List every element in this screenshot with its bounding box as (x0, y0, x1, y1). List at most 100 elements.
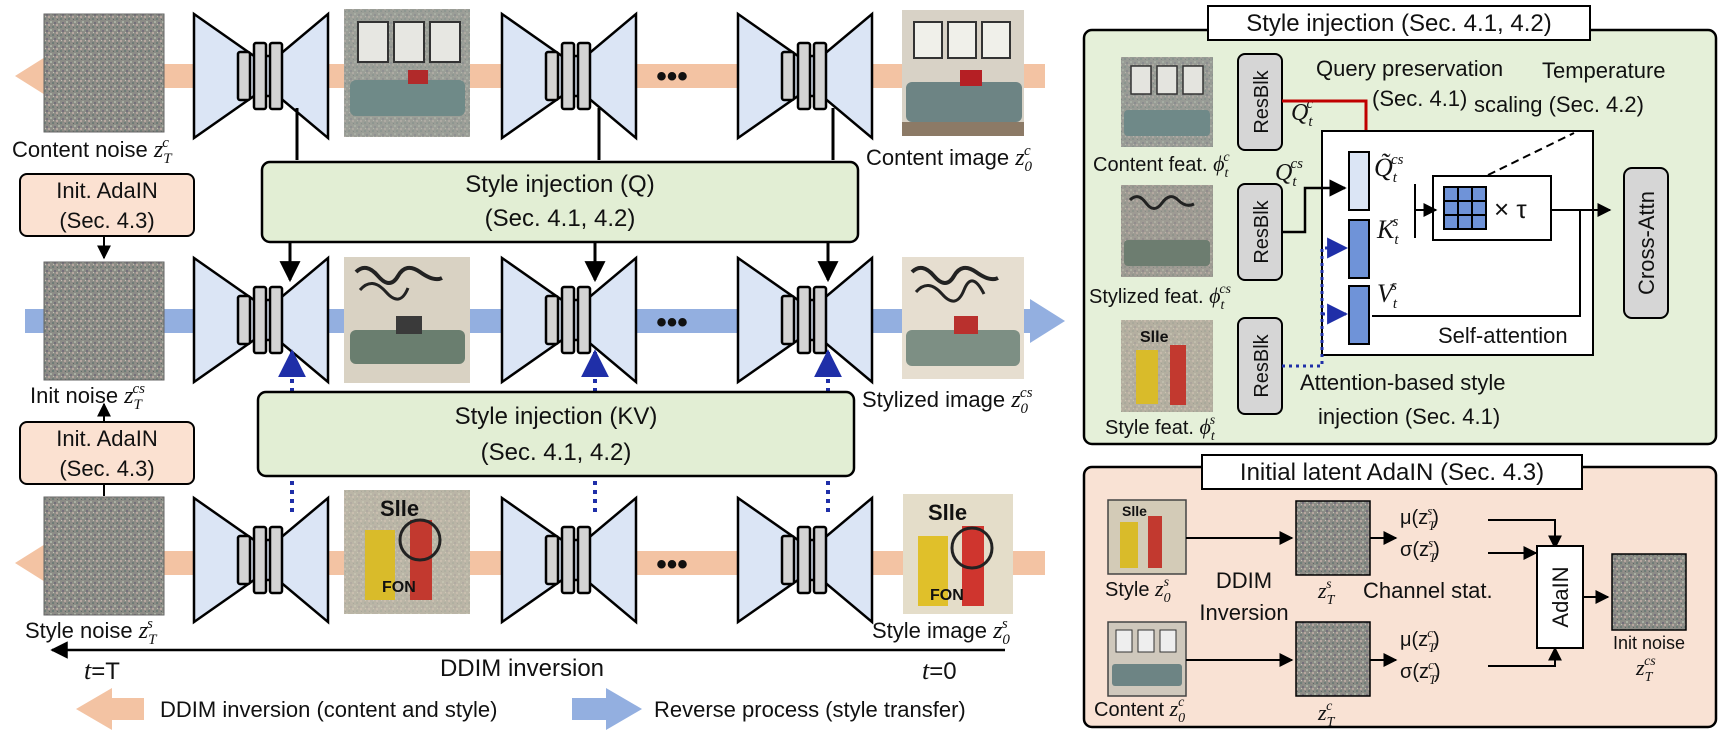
attention-matrix-icon (1443, 186, 1487, 230)
svg-text:Content image z0c: Content image z0c (866, 143, 1033, 175)
resblk-content: ResBlk (1237, 53, 1283, 151)
svg-text:FON: FON (382, 579, 416, 596)
style-feat-image: Slle (1121, 320, 1213, 412)
svg-text:μ(zTs): μ(zTs) (1400, 503, 1439, 533)
unet-layer (812, 525, 828, 595)
svg-text:Style injection (Sec. 4.1, 4.2: Style injection (Sec. 4.1, 4.2) (1246, 10, 1551, 37)
svg-text:Attention-based style: Attention-based style (1300, 370, 1505, 395)
style-image-label: Style image z0s (872, 616, 1010, 648)
svg-text:ResBlk: ResBlk (1251, 333, 1273, 397)
svg-text:Init noise: Init noise (1613, 633, 1685, 653)
style-image: Slle FON (903, 494, 1013, 614)
content-noise-label: Content noise zTc (12, 135, 173, 167)
svg-text:Content noise zTc: Content noise zTc (12, 135, 173, 167)
svg-text:FON: FON (930, 587, 964, 604)
init-adain-box-2: Init. AdaIN (Sec. 4.3) (19, 421, 195, 485)
svg-text:t=T: t=T (84, 656, 120, 685)
unet-block (500, 11, 638, 141)
stylized-image (902, 257, 1024, 379)
adain-init-noise (1611, 553, 1687, 631)
style-noise-label: Style noise zTs (25, 616, 158, 648)
unet-block (736, 11, 874, 141)
svg-text:Self-attention: Self-attention (1438, 323, 1568, 348)
legend-reverse: Reverse process (style transfer) (572, 688, 966, 730)
unet-block (736, 255, 874, 385)
svg-text:Content z0c: Content z0c (1094, 695, 1185, 726)
zT-content-noise (1295, 621, 1371, 697)
unet-block (192, 495, 330, 625)
adain-style-image: Slle (1107, 499, 1187, 575)
style-noise-image (43, 496, 165, 616)
unet-layer (560, 525, 576, 595)
unet-block (500, 495, 638, 625)
svg-text:Slle: Slle (928, 500, 967, 525)
svg-text:scaling (Sec. 4.2): scaling (Sec. 4.2) (1474, 92, 1644, 117)
resblk-style: ResBlk (1237, 317, 1283, 415)
svg-text:ResBlk: ResBlk (1251, 199, 1273, 263)
unet-blocks (192, 11, 874, 625)
svg-text:Slle: Slle (1140, 329, 1169, 346)
unet-layer (236, 294, 252, 346)
cross-attn-box: Cross-Attn (1623, 167, 1669, 319)
query-connections (279, 108, 839, 283)
init-noise-image (43, 261, 165, 381)
svg-text:Style injection (KV): Style injection (KV) (455, 403, 658, 430)
unet-layer (796, 285, 812, 355)
ellipsis-mid: ••• (656, 306, 688, 339)
svg-text:(Sec. 4.1, 4.2): (Sec. 4.1, 4.2) (481, 439, 632, 466)
svg-text:AdaIN: AdaIN (1548, 566, 1573, 627)
svg-text:Content feat. ϕtc: Content feat. ϕtc (1093, 150, 1230, 181)
svg-text:zTs: zTs (1317, 577, 1336, 608)
svg-text:(Sec. 4.1): (Sec. 4.1) (1372, 86, 1467, 111)
svg-text:Slle: Slle (1122, 503, 1147, 519)
svg-text:Q̃tcs: Q̃tcs (1374, 152, 1404, 186)
svg-text:(Sec. 4.3): (Sec. 4.3) (59, 208, 154, 233)
unet-layer (252, 285, 268, 355)
unet-block (192, 11, 330, 141)
q-block (1348, 151, 1370, 211)
svg-text:Init. AdaIN: Init. AdaIN (56, 178, 158, 203)
unet-layer (268, 41, 284, 111)
svg-text:DDIM inversion (content and st: DDIM inversion (content and style) (160, 697, 497, 722)
init-noise-label: Init noise zTcs (30, 381, 145, 413)
svg-text:Init. AdaIN: Init. AdaIN (56, 426, 158, 451)
stylized-feat-image (1121, 185, 1213, 277)
kv-connections (278, 349, 842, 512)
svg-text:Init noise zTcs: Init noise zTcs (30, 381, 145, 413)
unet-layer (544, 294, 560, 346)
svg-text:Channel stat.: Channel stat. (1363, 578, 1493, 603)
unet-layer (236, 534, 252, 586)
svg-text:Temperature: Temperature (1542, 58, 1666, 83)
unet-layer (576, 41, 592, 111)
stylized-mid-image (344, 257, 470, 383)
svg-text:t=0: t=0 (922, 656, 957, 685)
svg-text:Reverse process (style transfe: Reverse process (style transfer) (654, 697, 966, 722)
unet-layer (560, 41, 576, 111)
svg-text:(Sec. 4.1, 4.2): (Sec. 4.1, 4.2) (485, 205, 636, 232)
unet-layer (576, 285, 592, 355)
unet-layer (812, 285, 828, 355)
unet-layer (252, 525, 268, 595)
style-injection-q-box: Style injection (Q) (Sec. 4.1, 4.2) (260, 160, 860, 244)
unet-layer (780, 534, 796, 586)
unet-layer (252, 41, 268, 111)
svg-text:(Sec. 4.3): (Sec. 4.3) (59, 456, 154, 481)
svg-text:Initial latent AdaIN (Sec. 4.3: Initial latent AdaIN (Sec. 4.3) (1240, 459, 1544, 486)
svg-text:Stylized feat. ϕtcs: Stylized feat. ϕtcs (1089, 282, 1232, 313)
svg-text:Slle: Slle (380, 496, 419, 521)
svg-text:Cross-Attn: Cross-Attn (1634, 191, 1659, 295)
stylized-image-label: Stylized image z0cs (862, 385, 1033, 417)
svg-text:Qtcs: Qtcs (1275, 156, 1303, 190)
content-denoise-image (344, 9, 470, 137)
ellipsis-top: ••• (656, 60, 688, 93)
style-injection-kv-box: Style injection (KV) (Sec. 4.1, 4.2) (256, 390, 856, 478)
svg-text:DDIM inversion: DDIM inversion (440, 655, 604, 682)
resblk-stylized: ResBlk (1237, 183, 1283, 281)
svg-text:Style z0s: Style z0s (1105, 575, 1171, 606)
v-block (1348, 285, 1370, 345)
svg-text:Qtc: Qtc (1291, 96, 1314, 130)
svg-text:Inversion: Inversion (1199, 600, 1288, 625)
svg-text:× τ: × τ (1494, 194, 1527, 224)
unet-layer (780, 50, 796, 102)
